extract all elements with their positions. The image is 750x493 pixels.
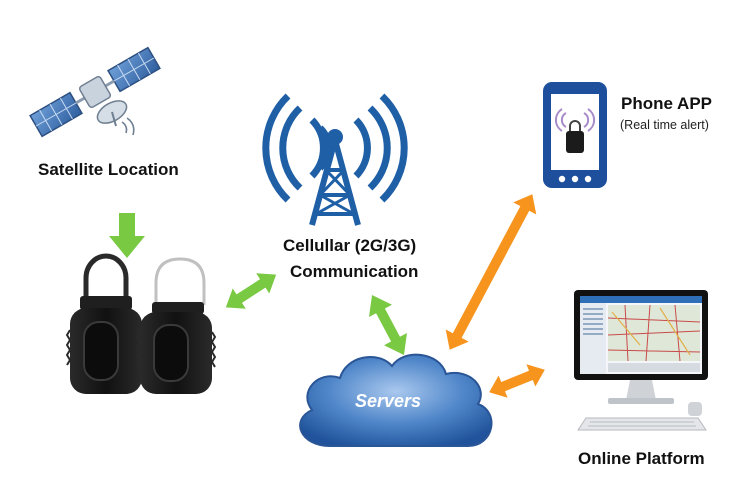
green-double-arrow-locks-to-cellular — [225, 273, 277, 309]
orange-double-arrow-servers-to-platform — [489, 364, 545, 398]
padlock-icon — [65, 253, 147, 394]
green-down-arrow — [109, 213, 145, 258]
cell-tower-icon — [262, 93, 408, 226]
green-double-arrow-cellular-to-servers — [369, 294, 407, 356]
satellite-icon — [29, 46, 161, 138]
cloud-icon — [299, 353, 493, 447]
cellular-label-line2: Communication — [290, 262, 419, 281]
padlock-icon — [135, 257, 217, 394]
orange-double-arrow-servers-to-phone — [445, 194, 537, 350]
phone-app-sublabel: (Real time alert) — [620, 118, 709, 132]
smartphone-icon — [543, 82, 607, 188]
phone-app-label: Phone APP — [621, 94, 712, 113]
online-platform-label: Online Platform — [578, 449, 705, 468]
monitor-icon — [574, 290, 708, 431]
servers-label: Servers — [355, 391, 422, 411]
cellular-label-line1: Cellullar (2G/3G) — [283, 236, 417, 255]
satellite-location-label: Satellite Location — [38, 160, 179, 179]
